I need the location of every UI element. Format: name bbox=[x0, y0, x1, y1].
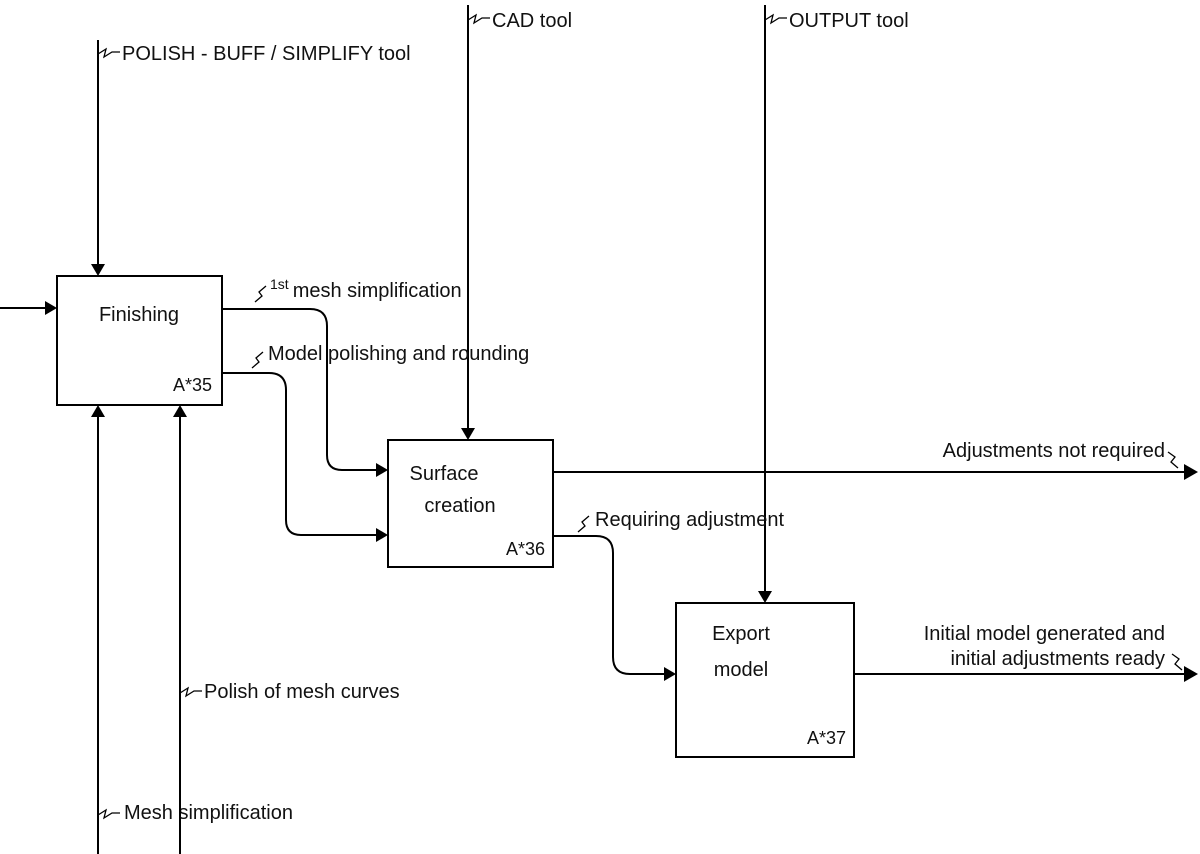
input-arrow-finishing bbox=[0, 301, 57, 315]
output-adjustments-not-required-label: Adjustments not required bbox=[943, 440, 1165, 462]
box-surface-creation-node-id: A*36 bbox=[506, 539, 545, 559]
control-polish-mesh-curves-label: Polish of mesh curves bbox=[204, 681, 400, 703]
mechanism-output-tool-label: OUTPUT tool bbox=[789, 10, 909, 32]
mechanism-cad-tool-arrow: CAD tool bbox=[461, 5, 572, 440]
box-surface-creation-title-line1: Surface bbox=[410, 463, 479, 485]
mechanism-cad-tool-label: CAD tool bbox=[492, 10, 572, 32]
box-export-model-title-line1: Export bbox=[712, 623, 770, 645]
flow-model-polishing: Model polishing and rounding bbox=[222, 343, 529, 542]
control-mesh-simplification-label: Mesh simplification bbox=[124, 802, 293, 824]
box-finishing-title: Finishing bbox=[99, 304, 179, 326]
box-export-model[interactable]: Export model A*37 bbox=[675, 602, 855, 758]
box-surface-creation-title-line2: creation bbox=[424, 495, 495, 517]
control-mesh-simplification-arrow: Mesh simplification bbox=[91, 405, 293, 854]
output-initial-model: Initial model generated and initial adju… bbox=[854, 623, 1198, 682]
box-finishing[interactable]: Finishing A*35 bbox=[56, 275, 223, 406]
box-export-model-node-id: A*37 bbox=[807, 728, 846, 748]
mechanism-output-tool-arrow: OUTPUT tool bbox=[758, 5, 909, 603]
mechanism-polish-buff-arrow: POLISH - BUFF / SIMPLIFY tool bbox=[91, 40, 411, 276]
output-initial-model-label-line2: initial adjustments ready bbox=[950, 648, 1165, 670]
box-export-model-title-line2: model bbox=[714, 659, 768, 681]
flow-first-mesh-superscript: 1st bbox=[270, 276, 289, 292]
mechanism-polish-buff-label: POLISH - BUFF / SIMPLIFY tool bbox=[122, 43, 411, 65]
flow-model-polishing-label: Model polishing and rounding bbox=[268, 343, 529, 365]
control-polish-mesh-curves-arrow: Polish of mesh curves bbox=[173, 405, 400, 854]
box-surface-creation[interactable]: Surface creation A*36 bbox=[387, 439, 554, 568]
flow-requiring-adjustment: Requiring adjustment bbox=[553, 509, 784, 681]
flow-requiring-adjustment-label: Requiring adjustment bbox=[595, 509, 784, 531]
box-finishing-node-id: A*35 bbox=[173, 375, 212, 395]
flow-first-mesh-text: mesh simplification bbox=[293, 280, 462, 302]
output-initial-model-label-line1: Initial model generated and bbox=[924, 623, 1165, 645]
output-adjustments-not-required: Adjustments not required bbox=[553, 440, 1198, 480]
